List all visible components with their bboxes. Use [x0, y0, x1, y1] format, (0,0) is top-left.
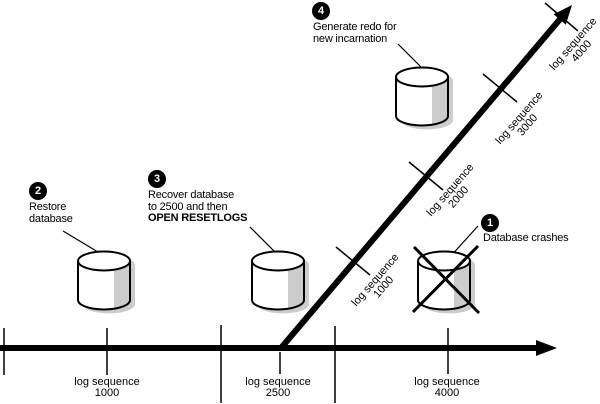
step-4-badge: 4 [312, 2, 330, 20]
step-3-label-bold: OPEN RESETLOGS [148, 212, 248, 224]
incarnation-ticks [335, 2, 579, 276]
timeline-ticks [3, 325, 449, 403]
step-3-label-text: Recover database to 2500 and then [148, 189, 235, 213]
step-4-label: Generate redo for new incarnation [313, 21, 397, 45]
step-3-badge: 3 [148, 170, 166, 188]
timeline-axis [0, 325, 557, 403]
timeline-label-2500-value: 2500 [265, 387, 291, 399]
step-1-badge: 1 [481, 214, 499, 232]
step-1-label: Database crashes [483, 232, 569, 244]
timeline-label-2500: log sequence 2500 [245, 377, 310, 399]
incarnation-arrowhead-icon [553, 5, 572, 25]
timeline-arrowhead-icon [536, 340, 557, 356]
timeline-label-4000-value: 4000 [434, 387, 460, 399]
database-cylinder-icon-restore [77, 250, 136, 315]
database-cylinder-icon-new-incarnation [395, 66, 454, 131]
timeline-label-1000-value: 1000 [94, 387, 120, 399]
timeline-label-1000-text: log sequence [74, 376, 140, 388]
new-incarnation-axis [278, 2, 579, 350]
timeline-label-2500-text: log sequence [245, 376, 311, 388]
database-cylinder-icon-recover [251, 250, 310, 315]
step-2-label: Restore database [29, 201, 73, 225]
timeline-label-1000: log sequence 1000 [74, 377, 139, 399]
timeline-label-4000-text: log sequence [414, 376, 480, 388]
timeline-label-4000: log sequence 4000 [414, 377, 479, 399]
crossed-out-database-cylinder-icon [411, 244, 481, 315]
step-2-badge: 2 [29, 182, 47, 200]
